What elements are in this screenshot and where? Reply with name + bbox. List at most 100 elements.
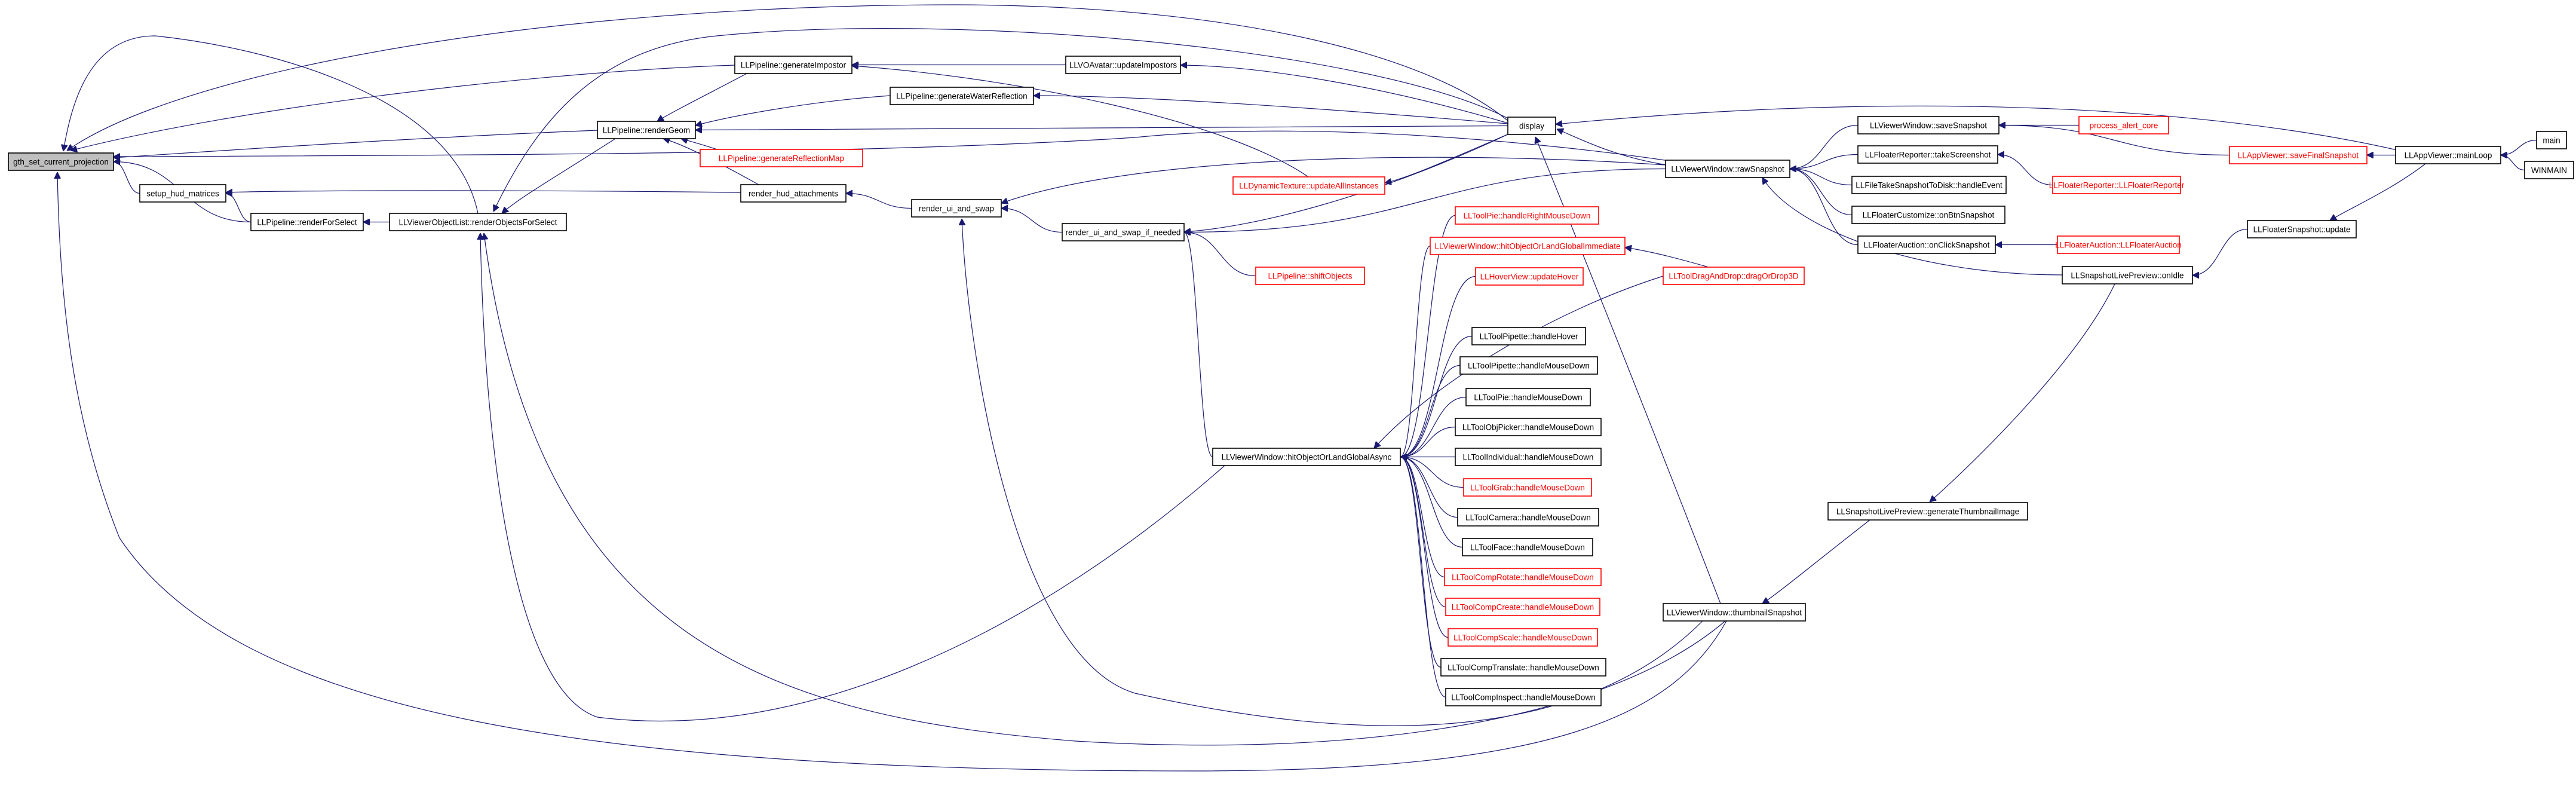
node-box[interactable] <box>2536 131 2567 149</box>
node-hud_mat[interactable]: setup_hud_matrices <box>139 184 226 203</box>
node-hogi[interactable]: LLViewerWindow::hitObjectOrLandGlobalImm… <box>1430 237 1626 255</box>
node-box[interactable] <box>734 56 852 74</box>
node-box[interactable] <box>1827 502 2028 521</box>
node-box[interactable] <box>1062 223 1185 241</box>
node-box[interactable] <box>1455 448 1602 466</box>
node-rofs[interactable]: LLViewerObjectList::renderObjectsForSele… <box>389 213 567 231</box>
node-box[interactable] <box>2062 266 2193 284</box>
node-tcins[interactable]: LLToolCompInspect::handleMouseDown <box>1445 688 1602 706</box>
node-box[interactable] <box>1255 267 1365 285</box>
node-box[interactable] <box>2524 161 2574 179</box>
node-frfr[interactable]: LLFloaterReporter::LLFloaterReporter <box>2049 176 2185 194</box>
node-avsfs[interactable]: LLAppViewer::saveFinalSnapshot <box>2229 146 2368 164</box>
node-slpg[interactable]: LLSnapshotLivePreview::generateThumbnail… <box>1827 502 2028 521</box>
node-shift[interactable]: LLPipeline::shiftObjects <box>1255 267 1365 285</box>
node-pac[interactable]: process_alert_core <box>2078 116 2169 134</box>
node-box[interactable] <box>1440 658 1606 677</box>
node-box[interactable] <box>2229 146 2368 164</box>
node-tpie[interactable]: LLToolPie::handleMouseDown <box>1465 388 1591 406</box>
node-box[interactable] <box>1851 206 2005 224</box>
node-box[interactable] <box>700 149 863 167</box>
node-box[interactable] <box>1232 176 1385 195</box>
node-box[interactable] <box>1463 478 1592 497</box>
node-box[interactable] <box>2052 176 2181 194</box>
node-root[interactable]: gth_set_current_projection <box>8 152 114 171</box>
node-fcbs[interactable]: LLFloaterCustomize::onBtnSnapshot <box>1851 206 2005 224</box>
node-topk[interactable]: LLToolObjPicker::handleMouseDown <box>1455 418 1602 436</box>
node-box[interactable] <box>1457 508 1599 527</box>
node-avml[interactable]: LLAppViewer::mainLoop <box>2395 146 2501 164</box>
node-box[interactable] <box>2057 235 2180 254</box>
node-box[interactable] <box>389 213 567 231</box>
node-box[interactable] <box>1212 448 1401 466</box>
node-fsu[interactable]: LLFloaterSnapshot::update <box>2247 220 2357 238</box>
node-box[interactable] <box>250 213 364 231</box>
node-tgrab[interactable]: LLToolGrab::handleMouseDown <box>1463 478 1592 497</box>
node-box[interactable] <box>1444 568 1602 586</box>
node-box[interactable] <box>1465 388 1591 406</box>
node-box[interactable] <box>1475 267 1584 286</box>
node-main[interactable]: main <box>2536 131 2567 149</box>
node-winmain[interactable]: WINMAIN <box>2524 161 2574 179</box>
node-vwss[interactable]: LLViewerWindow::saveSnapshot <box>1857 116 2000 134</box>
node-box[interactable] <box>1471 327 1586 345</box>
node-tph[interactable]: LLToolPipette::handleHover <box>1471 327 1586 345</box>
node-hoga[interactable]: LLViewerWindow::hitObjectOrLandGlobalAsy… <box>1212 448 1401 466</box>
node-dtua[interactable]: LLDynamicTexture::updateAllInstances <box>1232 176 1385 195</box>
node-tcsca[interactable]: LLToolCompScale::handleMouseDown <box>1448 628 1598 647</box>
node-box[interactable] <box>1857 116 2000 134</box>
node-rusin[interactable]: render_ui_and_swap_if_needed <box>1062 223 1185 241</box>
node-tcrot[interactable]: LLToolCompRotate::handleMouseDown <box>1444 568 1602 586</box>
node-box[interactable] <box>1065 56 1181 74</box>
node-box[interactable] <box>597 121 696 139</box>
node-faos[interactable]: LLFloaterAuction::onClickSnapshot <box>1857 235 1996 254</box>
node-box[interactable] <box>890 87 1034 105</box>
node-box[interactable] <box>740 184 847 203</box>
node-fafa[interactable]: LLFloaterAuction::LLFloaterAuction <box>2055 235 2182 254</box>
node-box[interactable] <box>1663 267 1805 285</box>
node-box[interactable] <box>1459 356 1598 375</box>
node-tind[interactable]: LLToolIndividual::handleMouseDown <box>1455 448 1602 466</box>
node-box[interactable] <box>2078 116 2169 134</box>
node-grm[interactable]: LLPipeline::generateReflectionMap <box>700 149 863 167</box>
node-box[interactable] <box>139 184 226 203</box>
node-box[interactable] <box>1445 688 1602 706</box>
node-tsnap[interactable]: LLViewerWindow::thumbnailSnapshot <box>1663 603 1806 622</box>
node-tcam[interactable]: LLToolCamera::handleMouseDown <box>1457 508 1599 527</box>
node-rfs[interactable]: LLPipeline::renderForSelect <box>250 213 364 231</box>
node-box[interactable] <box>1857 145 1998 164</box>
node-vaui[interactable]: LLVOAvatar::updateImpostors <box>1065 56 1181 74</box>
node-rha[interactable]: render_hud_attachments <box>740 184 847 203</box>
node-box[interactable] <box>1445 598 1600 616</box>
node-box[interactable] <box>1663 603 1806 622</box>
node-box[interactable] <box>1462 538 1593 556</box>
node-box[interactable] <box>1857 235 1996 254</box>
node-rus[interactable]: render_ui_and_swap <box>911 199 1002 218</box>
node-rsnap[interactable]: LLViewerWindow::rawSnapshot <box>1665 160 1790 178</box>
node-tccre[interactable]: LLToolCompCreate::handleMouseDown <box>1445 598 1600 616</box>
node-rgeom[interactable]: LLPipeline::renderGeom <box>597 121 696 139</box>
node-display[interactable]: display <box>1507 117 1556 135</box>
node-box[interactable] <box>1430 237 1626 255</box>
node-box[interactable] <box>1507 117 1556 135</box>
node-tctra[interactable]: LLToolCompTranslate::handleMouseDown <box>1440 658 1606 677</box>
node-tdd[interactable]: LLToolDragAndDrop::dragOrDrop3D <box>1663 267 1805 285</box>
node-box[interactable] <box>1851 176 2007 194</box>
node-slpi[interactable]: LLSnapshotLivePreview::onIdle <box>2062 266 2193 284</box>
node-tpmd[interactable]: LLToolPipette::handleMouseDown <box>1459 356 1598 375</box>
node-tface[interactable]: LLToolFace::handleMouseDown <box>1462 538 1593 556</box>
node-gwr[interactable]: LLPipeline::generateWaterReflection <box>890 87 1034 105</box>
node-box[interactable] <box>1455 206 1599 225</box>
node-fr_ts[interactable]: LLFloaterReporter::takeScreenshot <box>1857 145 1998 164</box>
node-hvu[interactable]: LLHoverView::updateHover <box>1475 267 1584 286</box>
node-gimp[interactable]: LLPipeline::generateImpostor <box>734 56 852 74</box>
node-box[interactable] <box>1448 628 1598 647</box>
node-box[interactable] <box>8 152 114 171</box>
node-box[interactable] <box>1665 160 1790 178</box>
node-box[interactable] <box>911 199 1002 218</box>
node-box[interactable] <box>1455 418 1602 436</box>
node-ftsd[interactable]: LLFileTakeSnapshotToDisk::handleEvent <box>1851 176 2007 194</box>
node-box[interactable] <box>2247 220 2357 238</box>
node-tprm[interactable]: LLToolPie::handleRightMouseDown <box>1455 206 1599 225</box>
node-box[interactable] <box>2395 146 2501 164</box>
